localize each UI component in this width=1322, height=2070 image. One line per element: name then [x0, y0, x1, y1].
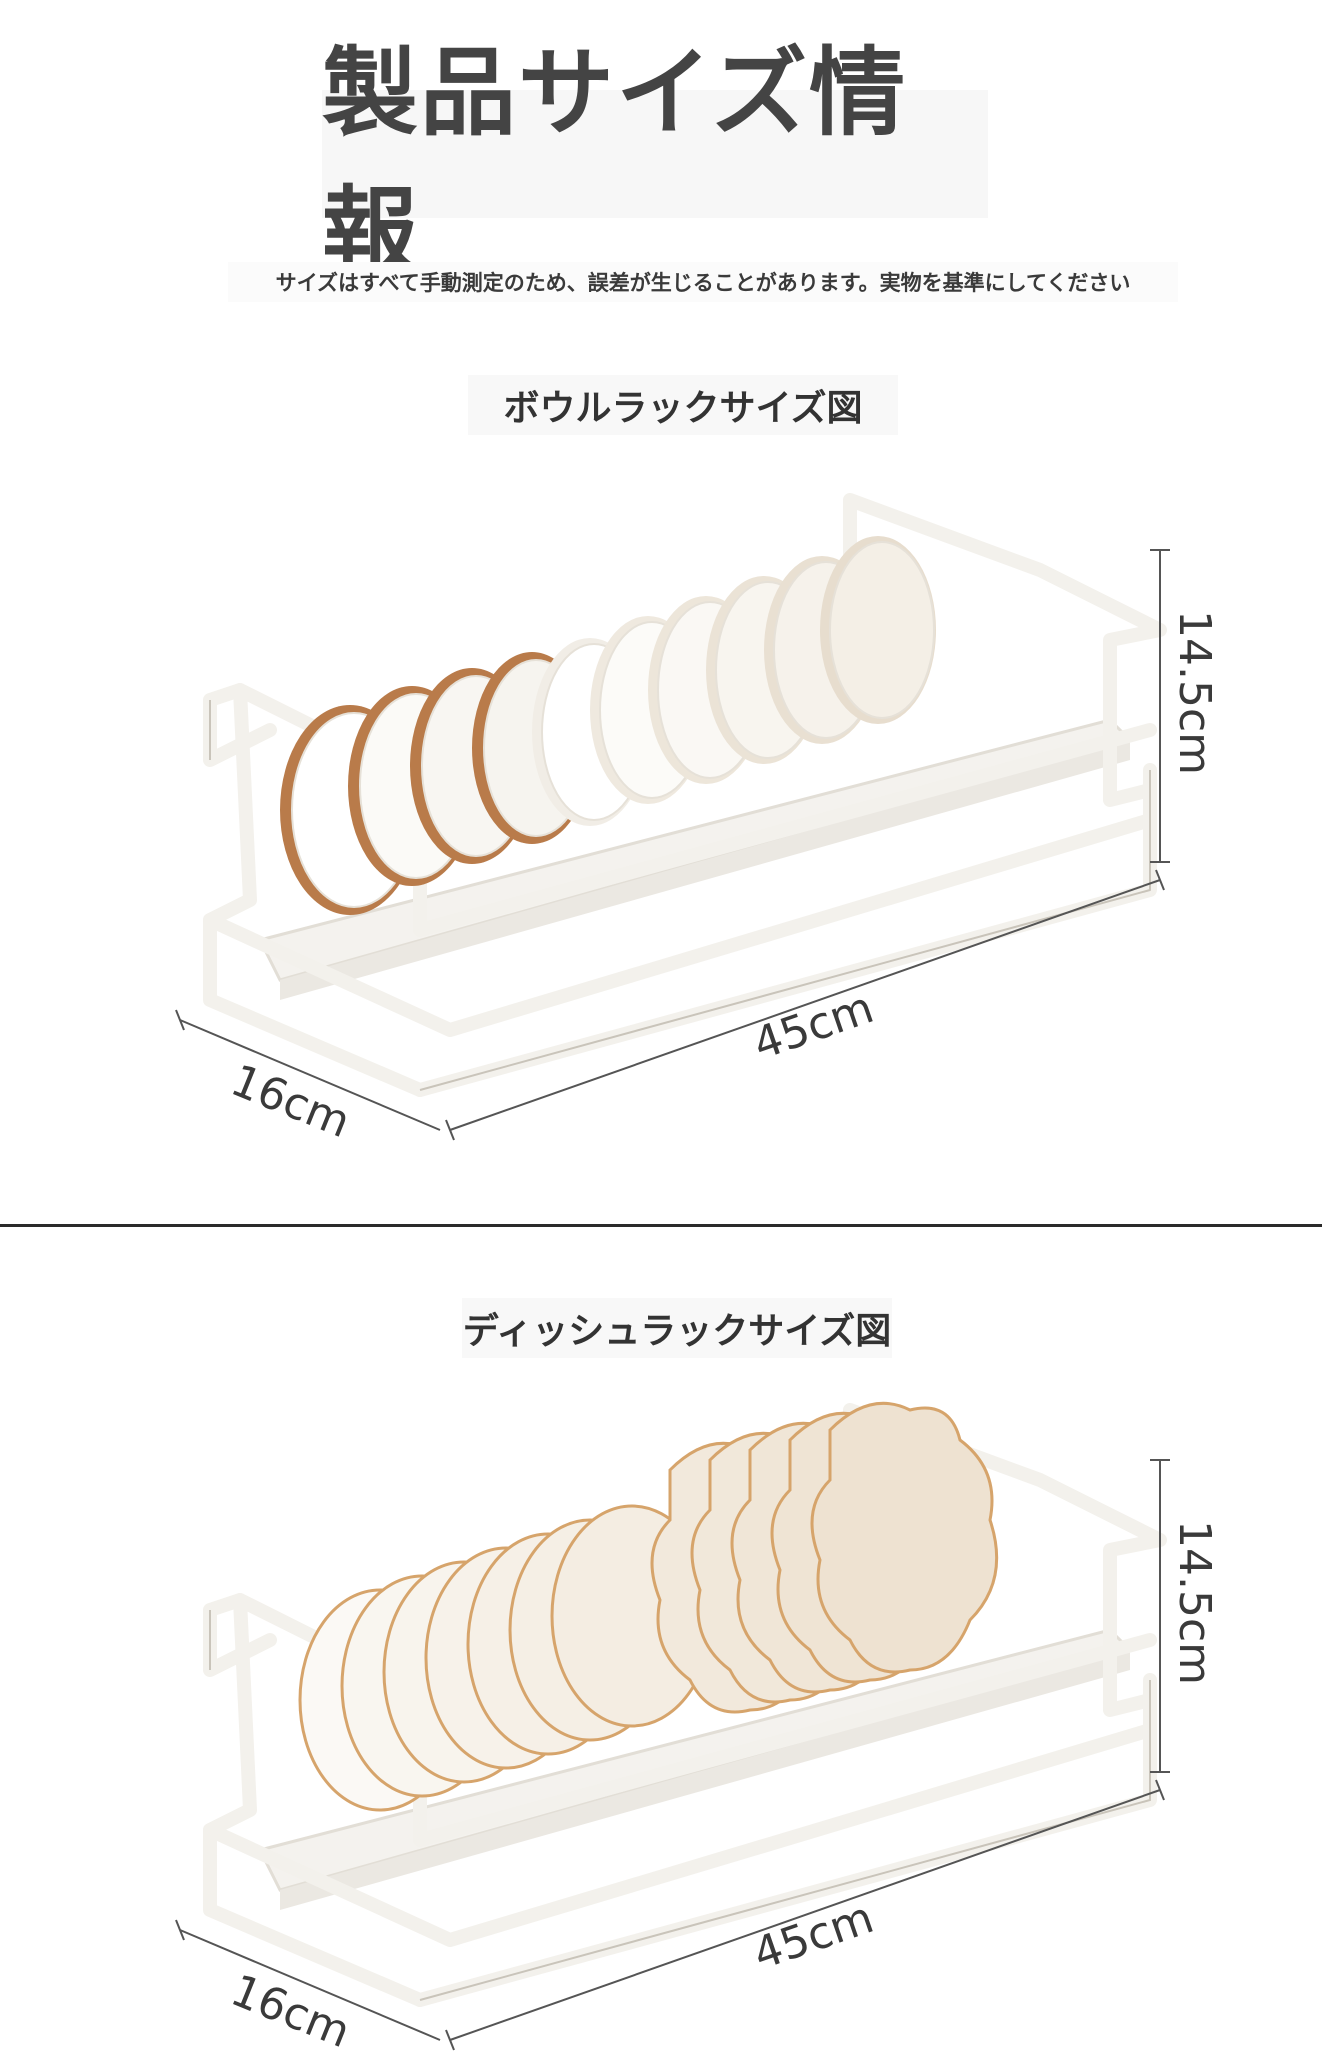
- drip-tray-edge: [280, 1650, 1130, 1910]
- height-label: 14.5cm: [1169, 1520, 1220, 1685]
- bowls: [280, 536, 936, 915]
- bowl-rack-image: 14.5cm 45cm 16cm: [175, 493, 1220, 1148]
- dish-rack-heading: ディッシュラックサイズ図: [462, 1298, 892, 1358]
- height-label: 14.5cm: [1169, 610, 1220, 775]
- plates: [298, 1401, 999, 1812]
- section-divider: [0, 1224, 1322, 1227]
- measurement-note: サイズはすべて手動測定のため、誤差が生じることがあります。実物を基準にしてくださ…: [228, 262, 1178, 302]
- bowl-rack-heading: ボウルラックサイズ図: [468, 375, 898, 435]
- depth-label: 16cm: [224, 1055, 357, 1148]
- page-title-box: 製品サイズ情報: [322, 37, 988, 288]
- depth-label: 16cm: [224, 1965, 357, 2058]
- drip-tray-edge: [280, 740, 1130, 1000]
- page-title: 製品サイズ情報: [322, 37, 908, 288]
- dimension-lines: [175, 549, 1170, 1141]
- dimension-lines: [175, 1459, 1170, 2051]
- dish-rack-image: 14.5cm 45cm 16cm: [175, 1401, 1220, 2058]
